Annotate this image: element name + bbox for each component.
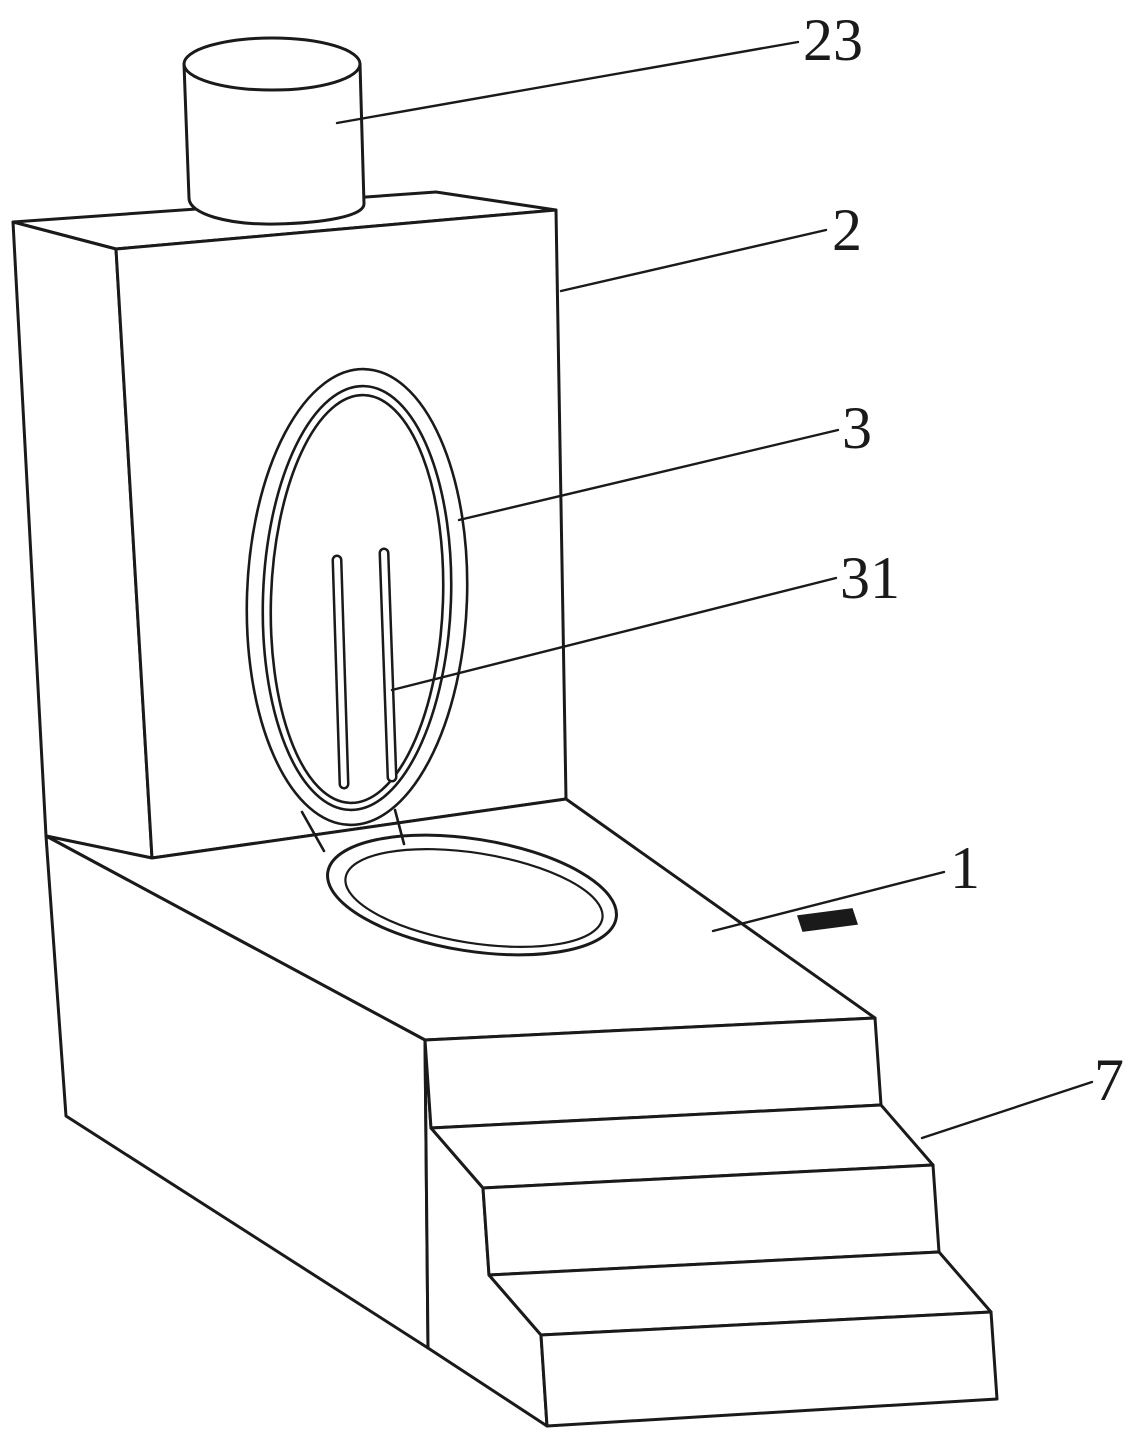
lid-slot-right-inner: [381, 550, 395, 780]
label-31: 31: [840, 545, 900, 611]
leader-3: [457, 428, 840, 522]
lid-inner-ring: [269, 393, 445, 805]
leader-1: [711, 870, 946, 933]
seat-sensor-chip: [797, 908, 858, 932]
bowl-inner-rim: [344, 848, 604, 948]
hinge-line-right: [393, 808, 406, 846]
lid-slot-left-inner: [334, 557, 347, 787]
label-7: 7: [1094, 1047, 1124, 1113]
leader-23: [335, 40, 800, 125]
leader-31: [390, 576, 838, 692]
label-1: 1: [950, 835, 980, 901]
leader-2: [559, 228, 828, 293]
label-23: 23: [803, 7, 863, 73]
hinge-line-left: [300, 810, 326, 853]
leader-7: [920, 1080, 1094, 1140]
label-2: 2: [832, 197, 862, 263]
cylinder-top-face: [182, 36, 362, 92]
label-3: 3: [842, 395, 872, 461]
step3-riser: [539, 1310, 999, 1428]
cylinder-body: [182, 62, 366, 226]
